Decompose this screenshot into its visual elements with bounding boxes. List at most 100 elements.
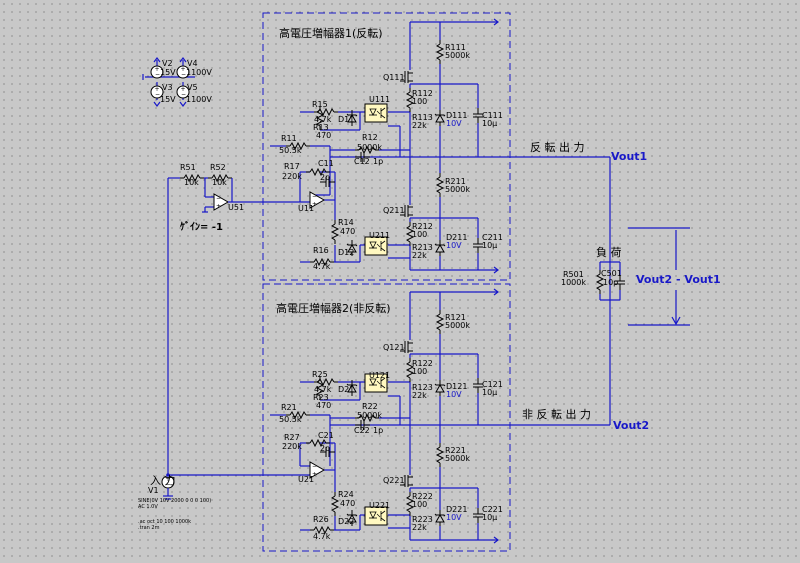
r52-name: R52 [210, 163, 226, 172]
inverter-stage [167, 174, 310, 475]
u21-name: U21 [298, 475, 314, 484]
r113-name: R113 [412, 113, 433, 122]
r13-name: R13 [313, 123, 329, 132]
amp1-wiring [270, 18, 610, 274]
amp2-wiring [270, 288, 610, 544]
c111-name: C111 [482, 111, 503, 120]
q211-name: Q211 [383, 206, 405, 215]
input-source [161, 473, 310, 500]
u111-name: U111 [369, 95, 390, 104]
r212-name: R212 [412, 222, 433, 231]
load-label: 負 荷 [596, 246, 622, 259]
r123-value: 22k [412, 391, 427, 400]
u211-name: U211 [369, 231, 390, 240]
c22-name: C22 [354, 426, 370, 435]
r24-name: R24 [338, 490, 354, 499]
c111-value: 10µ [482, 119, 497, 128]
q111-name: Q111 [383, 73, 405, 82]
r221-name: R221 [445, 446, 466, 455]
supply-sources [142, 57, 195, 107]
v3-value: 15V [160, 95, 176, 104]
r501-name: R501 [563, 270, 584, 279]
d121-value: 10V [446, 390, 462, 399]
r27-name: R27 [284, 433, 300, 442]
r26-name: R26 [313, 515, 329, 524]
v5-name: V5 [187, 83, 198, 92]
ac-command: .ac oct 10 100 1000k [138, 519, 191, 525]
r223-name: R223 [412, 515, 433, 524]
vout2-label: Vout2 [613, 419, 649, 432]
r222-name: R222 [412, 492, 433, 501]
r25-name: R25 [312, 370, 328, 379]
c211-value: 10µ [482, 241, 497, 250]
d12-name: D12 [338, 248, 354, 257]
r21-value: 50.5k [279, 415, 302, 424]
r27-value: 220k [282, 442, 302, 451]
r51-value: 10k [184, 178, 199, 187]
r26-value: 4.7k [313, 532, 331, 541]
amp2-title: 高電圧増幅器2(非反転) [276, 301, 391, 315]
r17-value: 220k [282, 172, 302, 181]
r211-name: R211 [445, 177, 466, 186]
r11-name: R11 [281, 134, 297, 143]
r112-name: R112 [412, 89, 433, 98]
v1-ac: AC 1.0V [138, 504, 158, 510]
r12-value: 5000k [357, 143, 382, 152]
r21-name: R21 [281, 403, 297, 412]
r111-value: 5000k [445, 51, 470, 60]
r121-value: 5000k [445, 321, 470, 330]
c501-value: 10p [603, 278, 618, 287]
r15-name: R15 [312, 100, 328, 109]
d121-name: D121 [446, 382, 467, 391]
c221-value: 10µ [482, 513, 497, 522]
r16-value: 4.7k [313, 262, 331, 271]
d22-name: D22 [338, 517, 354, 526]
r213-name: R213 [412, 243, 433, 252]
amp1-title: 高電圧増幅器1(反転) [279, 26, 383, 40]
r22-name: R22 [362, 402, 378, 411]
d211-name: D211 [446, 233, 467, 242]
q221-name: Q221 [383, 476, 405, 485]
r15-value: 4.7k [314, 115, 332, 124]
r212-value: 100 [412, 230, 427, 239]
d11-name: D11 [338, 115, 354, 124]
r24-value: 470 [340, 499, 355, 508]
d211-value: 10V [446, 241, 462, 250]
r222-value: 100 [412, 500, 427, 509]
v1-name: V1 [148, 486, 159, 495]
c121-name: C121 [482, 380, 503, 389]
gain-label: ｹﾞｲﾝ= -1 [180, 220, 223, 233]
c12-value: 1p [373, 157, 383, 166]
r11-value: 50.5k [279, 146, 302, 155]
u11-name: U11 [298, 204, 314, 213]
r23-name: R23 [313, 393, 329, 402]
inv-output-label: 反 転 出 力 [530, 140, 585, 154]
r213-value: 22k [412, 251, 427, 260]
r16-name: R16 [313, 246, 329, 255]
v5-value: 1100V [186, 95, 212, 104]
u221-name: U221 [369, 501, 390, 510]
r223-value: 22k [412, 523, 427, 532]
r14-name: R14 [338, 218, 354, 227]
c12-name: C12 [354, 157, 370, 166]
load-network [596, 157, 690, 425]
vdiff-label: Vout2 - Vout1 [636, 273, 721, 286]
d111-name: D111 [446, 111, 467, 120]
v4-name: V4 [187, 59, 198, 68]
d21-name: D21 [338, 385, 354, 394]
noninv-output-label: 非 反 転 出 力 [522, 407, 591, 421]
c211-name: C211 [482, 233, 503, 242]
r52-value: 10k [212, 178, 227, 187]
r111-name: R111 [445, 43, 466, 52]
d221-name: D221 [446, 505, 467, 514]
c11-name: C11 [318, 159, 334, 168]
tran-command: .tran 2m [138, 525, 160, 531]
v3-name: V3 [162, 83, 173, 92]
r51-name: R51 [180, 163, 196, 172]
r12-name: R12 [362, 133, 378, 142]
v1-sine: SINE(0V 10V 2000 0 0 0 100) [138, 498, 211, 504]
r113-value: 22k [412, 121, 427, 130]
r14-value: 470 [340, 227, 355, 236]
